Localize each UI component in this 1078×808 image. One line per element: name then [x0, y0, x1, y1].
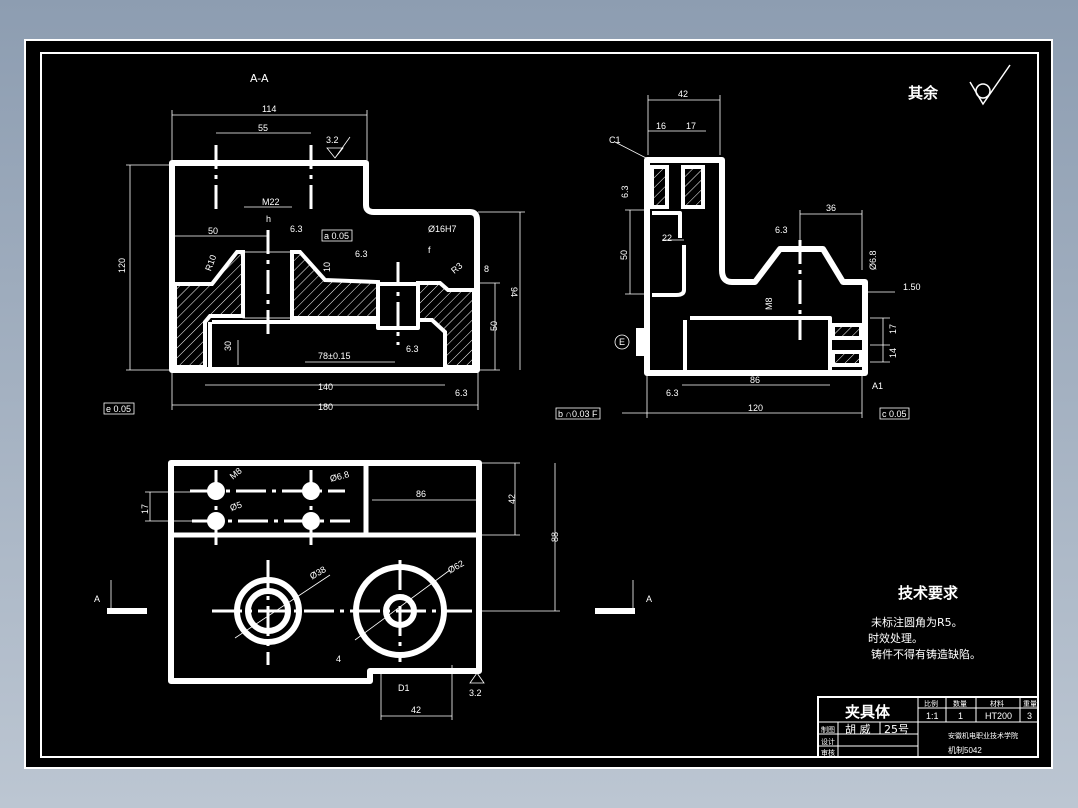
dim-6.8-top: Ø6.8	[329, 469, 350, 484]
label-A1: A1	[872, 381, 883, 391]
tech-requirement-1: 未标注圆角为R5。	[871, 615, 963, 629]
section-marker-right: A	[646, 594, 652, 604]
side-view: E 42 16 17 C1 6.3 50 22 6.3 36 Ø6.8 1.50…	[555, 89, 921, 420]
roughness-6.3d: 6.3	[455, 388, 468, 398]
dim-55: 55	[258, 123, 268, 133]
drawing-number: 25号	[884, 723, 909, 736]
dim-4: 4	[336, 654, 341, 664]
dim-42-bottom: 42	[411, 705, 421, 715]
class-name: 机制5042	[948, 745, 982, 755]
dim-22: 22	[662, 233, 672, 243]
dim-50-side: 50	[619, 250, 629, 260]
dim-86: 86	[750, 375, 760, 385]
dim-5: Ø5	[229, 500, 244, 514]
part-name: 夹具体	[845, 703, 891, 721]
dim-36: 36	[826, 203, 836, 213]
dim-120-side: 120	[748, 403, 763, 413]
dim-94: 94	[509, 287, 519, 297]
drawn-by: 胡 威	[845, 722, 871, 736]
value-scale: 1:1	[926, 711, 939, 721]
title-block: 夹具体 比例 数量 材料 重量 1:1 1 HT200 3 制图 胡 威 25号…	[817, 696, 1039, 758]
dim-140: 140	[318, 382, 333, 392]
sheet-frame	[40, 52, 1039, 758]
dim-16H7: Ø16H7	[428, 224, 457, 234]
side-view-dimensions: 42 16 17 C1 6.3 50 22 6.3 36 Ø6.8 1.50 M…	[555, 89, 921, 420]
value-weight: 3	[1027, 711, 1032, 721]
tech-requirement-3: 铸件不得有铸造缺陷。	[871, 647, 981, 661]
tech-requirement-2: 时效处理。	[868, 631, 923, 645]
tolerance-c: c 0.05	[882, 409, 907, 419]
label-D1: D1	[398, 683, 410, 693]
value-quantity: 1	[958, 711, 963, 721]
tolerance-a: a 0.05	[324, 231, 349, 241]
technical-requirements: 技术要求 未标注圆角为R5。 时效处理。 铸件不得有铸造缺陷。	[868, 584, 981, 661]
dim-30: 30	[223, 341, 233, 351]
dim-42: 42	[678, 89, 688, 99]
dim-14: 14	[888, 348, 898, 358]
label-f: f	[428, 245, 431, 255]
chamfer-C1: C1	[609, 135, 621, 145]
dim-114: 114	[262, 104, 276, 114]
design-label: 设计	[821, 737, 835, 746]
tech-requirements-title: 技术要求	[898, 584, 959, 602]
dim-8: 8	[484, 264, 489, 274]
roughness-6.3-side: 6.3	[620, 185, 630, 198]
dim-42-top: 42	[507, 494, 517, 504]
main-view-dimensions: 114 55 3.2 M22 6.3 50 R10 30 6.3 Ø16H7 f…	[103, 104, 519, 415]
tolerance-b: b ∩0.03 F	[558, 409, 598, 419]
value-material: HT200	[985, 711, 1012, 721]
dim-50: 50	[208, 226, 218, 236]
top-view: A A M8 Ø6.8 17 Ø5 86 42 88 Ø38 Ø62 4 D1 …	[94, 460, 652, 720]
dim-86-top: 86	[416, 489, 426, 499]
roughness-6.3-bottom: 6.3	[666, 388, 679, 398]
roughness-6.3b: 6.3	[355, 249, 368, 259]
tolerance-e: e 0.05	[106, 404, 131, 414]
section-label: A-A	[250, 72, 269, 85]
header-weight: 重量	[1023, 700, 1037, 708]
dim-M22: M22	[262, 197, 280, 207]
dim-120: 120	[117, 258, 127, 273]
dim-180: 180	[318, 402, 333, 412]
school-name: 安徽机电职业技术学院	[948, 731, 1018, 740]
roughness-3.2-top: 3.2	[469, 688, 482, 698]
roughness-symbol-icon	[969, 64, 1011, 106]
dim-1.50: 1.50	[903, 282, 921, 292]
dim-78: 78±0.15	[318, 351, 350, 361]
dim-16: 16	[656, 121, 666, 131]
section-marker-left: A	[94, 594, 100, 604]
dim-17-side: 17	[888, 324, 898, 334]
dim-10: 10	[322, 262, 332, 272]
datum-E: E	[619, 337, 625, 347]
header-quantity: 数量	[953, 699, 967, 708]
dim-17: 17	[686, 121, 696, 131]
header-scale: 比例	[924, 699, 938, 708]
label-h: h	[266, 214, 271, 224]
review-label: 审核	[821, 748, 835, 757]
dim-88: 88	[550, 532, 560, 542]
roughness-6.3-boss: 6.3	[775, 225, 788, 235]
dim-6.8: Ø6.8	[868, 250, 878, 270]
roughness-other-label: 其余	[908, 84, 939, 102]
main-section-view: A-A 114 55 3.2 M22 6.3 50 R10 30 6.3 Ø16…	[103, 72, 525, 415]
dim-50b: 50	[489, 321, 499, 331]
roughness-6.3: 6.3	[290, 224, 303, 234]
roughness-3.2: 3.2	[326, 135, 339, 145]
header-material: 材料	[990, 699, 1004, 708]
drawn-label: 制图	[821, 725, 835, 734]
roughness-6.3c: 6.3	[406, 344, 419, 354]
dim-17-top: 17	[140, 504, 150, 514]
thread-M8: M8	[764, 297, 774, 310]
